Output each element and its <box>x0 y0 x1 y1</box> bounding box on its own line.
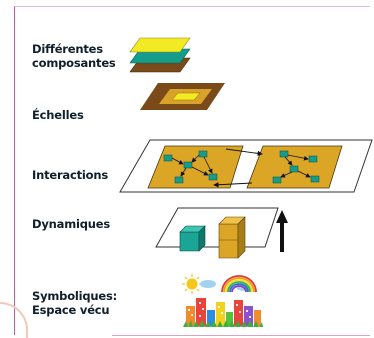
label-line: Dynamiques <box>32 217 110 231</box>
grass <box>183 320 263 327</box>
label-line: composantes <box>32 56 116 70</box>
rainbow-icon <box>221 275 257 293</box>
network-node <box>208 173 218 181</box>
cloud <box>200 280 216 288</box>
network-node <box>163 154 173 162</box>
network-node <box>198 150 208 158</box>
building <box>234 300 243 326</box>
network-node <box>272 176 282 184</box>
network-node <box>310 175 320 183</box>
network-node <box>289 165 299 173</box>
interaction-plate-right <box>246 145 343 189</box>
network-node <box>183 161 193 169</box>
city-drawing <box>182 274 263 327</box>
building <box>226 312 233 326</box>
scale-inner <box>171 92 201 101</box>
label-symboliques: Symboliques: Espace vécu <box>32 289 142 317</box>
building <box>207 310 215 326</box>
layer-yellow <box>129 37 191 53</box>
label-interactions: Interactions <box>32 168 108 182</box>
label-line: Symboliques: <box>32 289 118 303</box>
building <box>216 302 225 326</box>
flow-arrow-right <box>225 148 263 157</box>
scales-icon <box>140 83 225 110</box>
bottom-rule <box>112 335 370 336</box>
network-node <box>174 176 184 184</box>
up-arrow-icon <box>276 210 288 252</box>
network-node <box>308 155 318 163</box>
label-echelles: Échelles <box>32 108 84 122</box>
gold-block <box>218 216 246 259</box>
building <box>196 298 206 326</box>
label-line: Interactions <box>32 168 108 182</box>
label-line: Échelles <box>32 108 84 122</box>
building <box>244 306 253 326</box>
label-dynamiques: Dynamiques <box>32 217 110 231</box>
layers-icon <box>129 37 191 73</box>
dynamics-plane <box>155 207 279 248</box>
label-differentes-composantes: Différentes composantes <box>32 42 132 70</box>
flow-arrow-left <box>213 182 253 188</box>
figure-frame <box>14 6 370 335</box>
building <box>254 310 261 326</box>
building <box>186 306 195 326</box>
label-line: Espace vécu <box>32 303 110 317</box>
sun-icon <box>182 274 202 294</box>
network-node <box>279 150 289 158</box>
interaction-plate-left <box>147 145 244 189</box>
label-line: Différentes <box>32 42 103 56</box>
teal-cube <box>179 225 206 252</box>
